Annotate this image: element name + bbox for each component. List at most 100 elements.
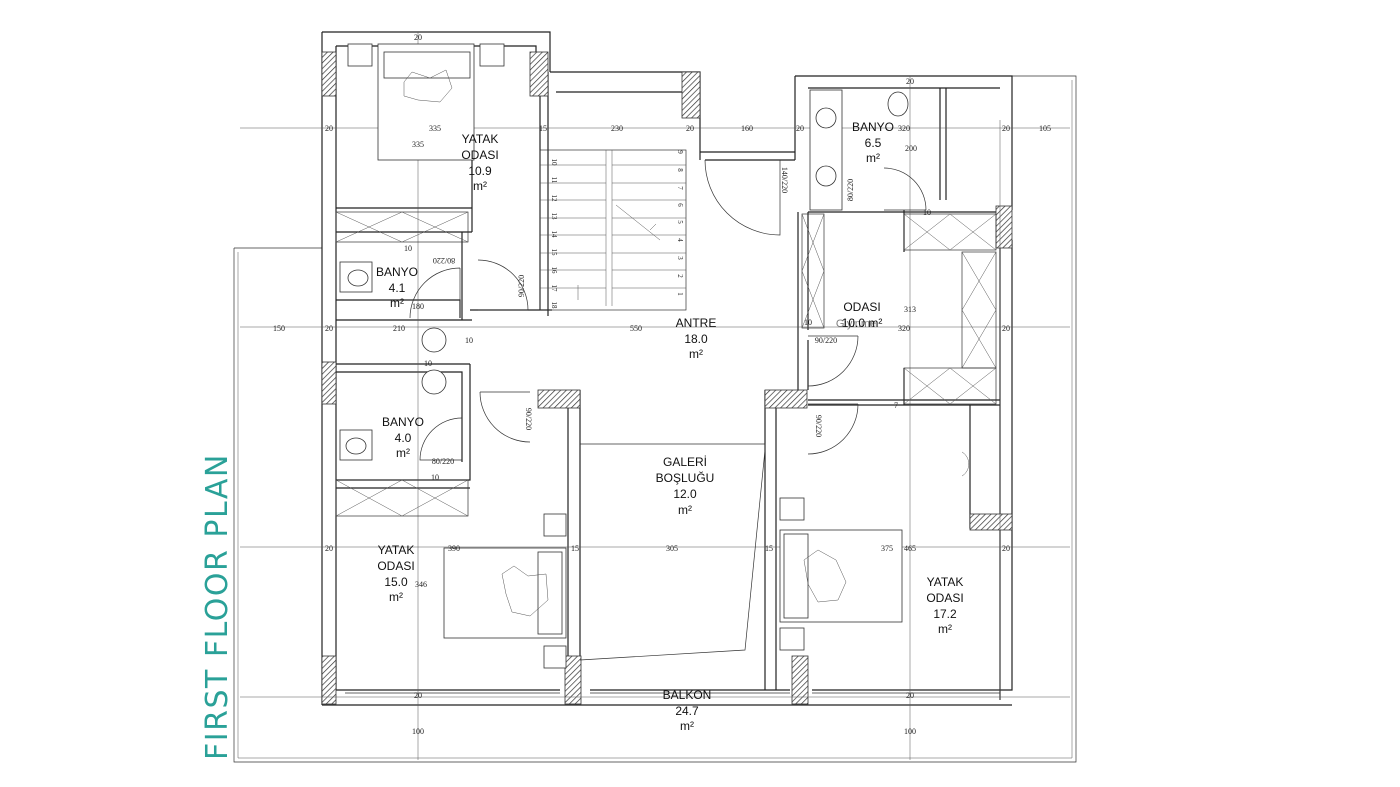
dimension-label: 335	[429, 124, 441, 133]
room-label: m²	[473, 179, 487, 193]
dimension-label: 20	[325, 124, 333, 133]
dimension-label: 90/220	[524, 408, 533, 430]
dimension-label: 80/220	[433, 256, 455, 265]
dimension-label: 320	[898, 124, 910, 133]
room-label: 24.7	[675, 704, 699, 718]
dimension-label: 230	[611, 124, 623, 133]
dimension-label: 90/220	[517, 275, 526, 297]
dimension-label: 7	[894, 401, 898, 410]
stair-step-number: 17	[550, 285, 558, 293]
room-label: m²	[678, 503, 692, 517]
room-label: 10.0 m²	[842, 316, 883, 330]
room-label: YATAK	[927, 575, 964, 589]
room-label: 6.5	[865, 136, 882, 150]
dimension-labels: 20 335 335 20 15 230 20 160 20 320 200 2…	[273, 33, 1051, 736]
dimension-label: 80/220	[432, 457, 454, 466]
dimension-label: 140/220	[780, 167, 789, 193]
dimension-label: 20	[1002, 544, 1010, 553]
dimension-label: 20	[686, 124, 694, 133]
room-label: m²	[938, 622, 952, 636]
dimension-label: 80/220	[846, 179, 855, 201]
room-label: GALERİ	[663, 455, 707, 469]
dimension-label: 210	[393, 324, 405, 333]
dimension-label: 375	[881, 544, 893, 553]
dimension-label: 200	[905, 144, 917, 153]
dimension-label: 305	[666, 544, 678, 553]
room-label: ODASI	[461, 148, 498, 162]
stair-step-number: 6	[676, 203, 684, 207]
dimension-label: 100	[412, 727, 424, 736]
room-label: m²	[389, 590, 403, 604]
gallery-void-outline	[579, 443, 766, 661]
dimension-label: 20	[1002, 124, 1010, 133]
room-label: ODASI	[926, 591, 963, 605]
dimension-label: 10	[804, 318, 812, 327]
dimension-label: 15	[765, 544, 773, 553]
dimension-label: 20	[325, 544, 333, 553]
stair-step-number: 16	[550, 267, 558, 275]
dimension-label: 465	[904, 544, 916, 553]
stair-step-number: 8	[676, 168, 684, 172]
stair-step-number: 12	[550, 195, 558, 203]
stair-step-number: 13	[550, 213, 558, 221]
room-label: m²	[396, 446, 410, 460]
room-label: m²	[689, 347, 703, 361]
stair-step-number: 4	[676, 238, 684, 242]
dimension-label: 335	[412, 140, 424, 149]
stair-step-number: 15	[550, 249, 558, 257]
room-label: m²	[680, 719, 694, 733]
room-label: m²	[866, 151, 880, 165]
dimension-label: 15	[539, 124, 547, 133]
dimension-label: 100	[904, 727, 916, 736]
room-label: BANYO	[852, 120, 894, 134]
room-label: BALKON	[663, 688, 712, 702]
dimension-label: 10	[424, 359, 432, 368]
dimension-label: 390	[448, 544, 460, 553]
wardrobes	[335, 211, 997, 517]
dimension-label: 180	[412, 302, 424, 311]
stair-step-number: 7	[676, 186, 684, 190]
room-label: 4.1	[389, 281, 406, 295]
dimension-label: 105	[1039, 124, 1051, 133]
dimension-label: 20	[906, 691, 914, 700]
stair-step-number: 10	[550, 159, 558, 167]
stair-step-number: 14	[550, 231, 558, 239]
dimension-label: 10	[923, 208, 931, 217]
dimension-label: 10	[431, 473, 439, 482]
dimension-label: 20	[796, 124, 804, 133]
stair-step-number: 18	[550, 302, 558, 310]
stair-step-number: 11	[550, 177, 558, 184]
dimension-label: 20	[414, 691, 422, 700]
dimension-label: 10	[465, 336, 473, 345]
room-label: ODASI	[843, 300, 880, 314]
dimension-label: 10	[404, 244, 412, 253]
balcony-rail	[237, 80, 1073, 759]
dimension-label: 20	[1002, 324, 1010, 333]
staircase	[539, 149, 687, 311]
room-label: 15.0	[384, 575, 408, 589]
stair-step-number: 3	[676, 256, 684, 260]
dimension-label: 90/220	[814, 415, 823, 437]
stair-step-number: 9	[676, 150, 684, 154]
room-label: 10.9	[468, 164, 492, 178]
room-label: BANYO	[376, 265, 418, 279]
doors	[409, 159, 927, 461]
stair-step-number: 5	[676, 220, 684, 224]
dimension-label: 90/220	[815, 336, 837, 345]
dimension-label: 150	[273, 324, 285, 333]
room-label: YATAK	[462, 132, 499, 146]
room-label: YATAK	[378, 543, 415, 557]
terrace-outline	[233, 75, 1077, 763]
stair-step-number: 2	[676, 274, 684, 278]
dimension-label: 20	[906, 77, 914, 86]
room-label: 12.0	[673, 487, 697, 501]
stair-step-number: 1	[676, 292, 684, 296]
stair-numbers: 10 11 12 13 14 15 16 17 18 9 8 7 6 5 4 3 2 1	[550, 150, 684, 309]
dimension-label: 346	[415, 580, 427, 589]
page-title: FIRST FLOOR PLAN	[200, 453, 235, 760]
room-label: BOŞLUĞU	[656, 470, 715, 485]
room-label: ODASI	[377, 559, 414, 573]
dimension-label: 550	[630, 324, 642, 333]
room-label: 17.2	[933, 607, 957, 621]
